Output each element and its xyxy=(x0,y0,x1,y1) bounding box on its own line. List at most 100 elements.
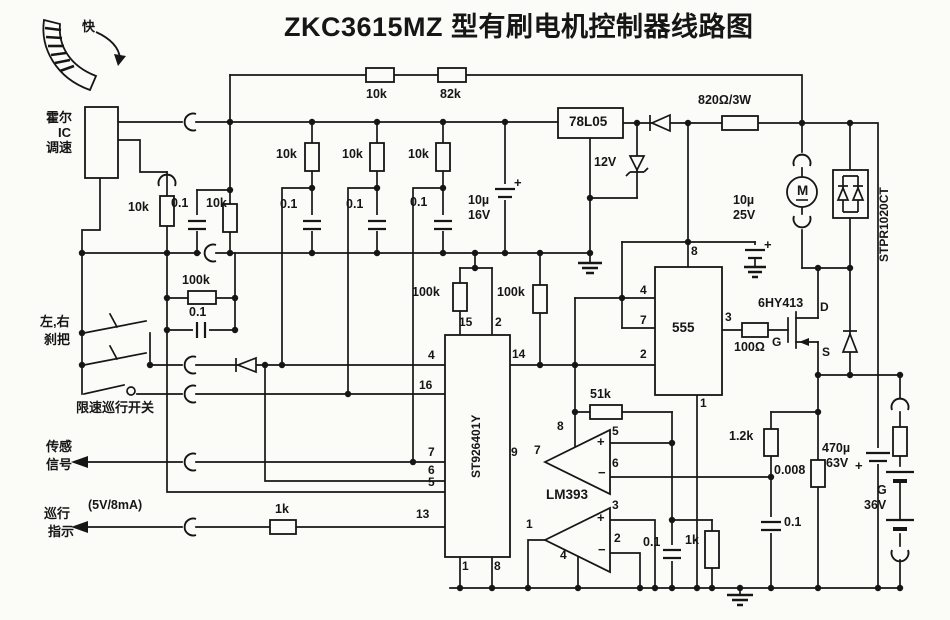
c-pair-01: 0.1 xyxy=(171,196,189,210)
r-left-10k: 10k xyxy=(128,200,149,214)
battery-36v: 36V xyxy=(864,498,887,512)
c-10u16v-volt: 16V xyxy=(468,208,491,222)
reg-78l05: 78L05 xyxy=(569,114,608,129)
indicator-label-1: 巡行 xyxy=(44,506,71,521)
c-bus-01-1: 0.1 xyxy=(280,197,298,211)
output-arrows xyxy=(71,456,88,533)
hall-ic-box xyxy=(84,106,119,179)
ground-symbols xyxy=(578,261,766,607)
lm-pin-4: 4 xyxy=(560,548,567,562)
r-bus-10k-3: 10k xyxy=(408,147,429,161)
brake-label-1: 左,右 xyxy=(40,314,70,329)
mcu-pin-13: 13 xyxy=(416,507,430,521)
timer-555-box xyxy=(654,266,723,396)
r-51k: 51k xyxy=(590,387,611,401)
motor-icon xyxy=(786,176,818,208)
c-10u25v-volt: 25V xyxy=(733,208,756,222)
mcu-pin-7: 7 xyxy=(428,445,435,459)
zener-12v-icon xyxy=(625,155,649,177)
r-1k-indicator: 1k xyxy=(275,502,289,516)
timer-pin-1: 1 xyxy=(700,396,707,410)
mcu-pin-1: 1 xyxy=(462,559,469,573)
throttle-dial-icon xyxy=(42,18,126,92)
r-top-10k: 10k xyxy=(366,87,387,101)
c-bus-01-2: 0.1 xyxy=(346,197,364,211)
c-10u25v-plus: + xyxy=(764,237,772,252)
dial-fast-label: 快 xyxy=(82,19,96,34)
r-bus-10k-1: 10k xyxy=(276,147,297,161)
comparator-symbols xyxy=(542,428,611,574)
mcu-pin-9: 9 xyxy=(511,445,518,459)
c-470u-plus: + xyxy=(855,458,863,473)
hall-ic-label-3: 调速 xyxy=(46,140,73,155)
comparator-bottom-icon xyxy=(542,506,611,574)
timer-pin-2: 2 xyxy=(640,347,647,361)
lm-pin-6: 6 xyxy=(612,456,619,470)
mcu-part-number: ST926401Y xyxy=(469,414,483,478)
sensor-label-1: 传感 xyxy=(46,439,73,454)
r-100ohm: 100Ω xyxy=(734,340,765,354)
r-1k-mid: 1k xyxy=(685,533,699,547)
capacitor-masks xyxy=(187,184,891,561)
mcu-pin-14: 14 xyxy=(512,347,526,361)
lm-pin-2: 2 xyxy=(614,531,621,545)
lm-plus-top: + xyxy=(597,434,605,449)
c-01-mid: 0.1 xyxy=(643,535,661,549)
c-01-right: 0.1 xyxy=(784,515,802,529)
mcu-pin-16: 16 xyxy=(419,378,433,392)
connector-icons xyxy=(157,112,910,563)
junction-dots xyxy=(78,118,904,592)
c-01-left: 0.1 xyxy=(189,305,207,319)
fet-source: S xyxy=(822,345,831,359)
dual-diode-internals xyxy=(836,175,865,213)
mcu-pin-5: 5 xyxy=(428,475,435,489)
shunt-0008: 0.008 xyxy=(774,463,806,477)
c-470u-volt: 63V xyxy=(826,456,849,470)
indicator-rating: (5V/8mA) xyxy=(88,498,143,512)
lm-minus-top: − xyxy=(598,465,606,480)
indicator-label-2: 指示 xyxy=(48,524,75,539)
comparator-lm393: LM393 xyxy=(546,487,589,502)
fet-drain: D xyxy=(820,300,829,314)
timer-pin-3: 3 xyxy=(725,310,732,324)
c-10u16v-value: 10µ xyxy=(468,193,490,207)
lm-minus-bottom: − xyxy=(598,542,606,557)
c-10u16v-plus: + xyxy=(514,175,522,190)
zener-12v: 12V xyxy=(594,155,617,169)
lm-pin-1: 1 xyxy=(526,517,533,531)
rail-diode-icon xyxy=(649,113,671,133)
flyback-diode-icon xyxy=(841,330,859,353)
r-1p2k: 1.2k xyxy=(729,429,754,443)
mcu-box xyxy=(444,334,511,558)
r-820-3w: 820Ω/3W xyxy=(698,93,752,107)
lm-pin-5: 5 xyxy=(612,424,619,438)
mosfet-arrow-icon xyxy=(799,338,809,346)
lm-plus-bottom: + xyxy=(597,510,605,525)
c-bus-01-3: 0.1 xyxy=(410,195,428,209)
page-title: ZKC3615MZ 型有刷电机控制器线路图 xyxy=(284,12,754,42)
diode-symbols xyxy=(235,113,865,374)
brake-diode-icon xyxy=(235,356,257,374)
r-100k-a: 100k xyxy=(412,285,440,299)
capacitor-plates xyxy=(188,187,914,560)
mcu-pin-6: 6 xyxy=(428,463,435,477)
comparator-top-icon xyxy=(542,428,611,496)
c-470u-value: 470µ xyxy=(822,441,851,455)
battery-g: G xyxy=(877,483,887,497)
hall-ic-label-2: IC xyxy=(58,125,71,140)
resistor-symbols xyxy=(159,67,908,569)
r-bus-10k-2: 10k xyxy=(342,147,363,161)
cruise-switch-label: 限速巡行开关 xyxy=(76,400,155,415)
timer-pin-4: 4 xyxy=(640,283,647,297)
cruise-switch-contact xyxy=(126,386,136,396)
brake-label-2: 刹把 xyxy=(44,332,71,347)
timer-pin-7: 7 xyxy=(640,313,647,327)
diode-part-number: STPR1020CT xyxy=(877,187,891,262)
lm-pin-7: 7 xyxy=(534,443,541,457)
mcu-pin-2: 2 xyxy=(495,315,502,329)
r-100k-left: 100k xyxy=(182,273,210,287)
r-100k-b: 100k xyxy=(497,285,525,299)
fet-part-number: 6HY413 xyxy=(758,296,804,310)
mcu-pin-15: 15 xyxy=(459,315,473,329)
